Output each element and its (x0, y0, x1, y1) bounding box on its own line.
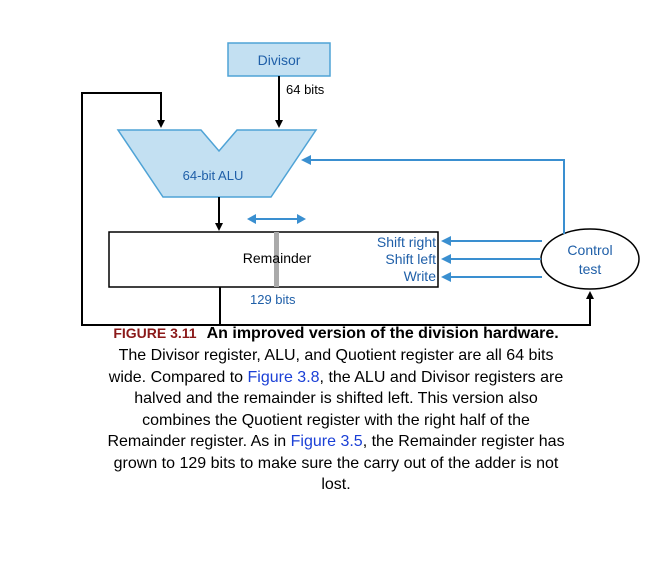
remainder-register (108, 231, 439, 288)
shift-arrow-left-head (247, 214, 256, 224)
figure-label: FIGURE 3.11 (113, 325, 197, 341)
alu-shape (116, 129, 318, 198)
caption-body: The Divisor register, ALU, and Quotient … (104, 345, 568, 496)
alu-label: 64-bit ALU (183, 168, 244, 183)
divisor-register (227, 42, 331, 77)
figure-caption: FIGURE 3.11 An improved version of the di… (104, 323, 568, 496)
divisor-label: Divisor (258, 52, 301, 68)
control-label-line2: test (579, 261, 602, 277)
figure-3-8-link[interactable]: Figure 3.8 (247, 368, 320, 386)
shift-arrow-right-head (297, 214, 306, 224)
remainder-label: Remainder (243, 250, 312, 266)
control-label-line1: Control (567, 242, 612, 258)
remainder-half-divider (274, 232, 279, 287)
remainder-width-label: 129 bits (250, 292, 296, 307)
caption-heading: FIGURE 3.11 An improved version of the di… (104, 323, 568, 344)
write-label: Write (404, 268, 437, 284)
control-test-unit (540, 228, 640, 290)
figure-title: An improved version of the division hard… (206, 325, 559, 342)
caption-text-1: The Divisor register, ALU, and Quotient … (108, 347, 554, 386)
remainder-feedback-path (81, 92, 221, 326)
alu-control-signal (301, 155, 565, 234)
figure-3-5-link[interactable]: Figure 3.5 (290, 433, 363, 450)
caption-text-3: , the Remainder register has grown to 12… (113, 433, 565, 493)
caption-text-2: , the ALU and Divisor registers are halv… (107, 368, 564, 451)
shift-right-label: Shift right (377, 234, 436, 250)
remainder-to-control-path (220, 291, 594, 326)
division-hardware-diagram: Divisor 64 bits 64-bit ALU Remainder Shi… (81, 42, 640, 326)
shift-left-label: Shift left (385, 251, 436, 267)
bus-width-label: 64 bits (286, 82, 325, 97)
